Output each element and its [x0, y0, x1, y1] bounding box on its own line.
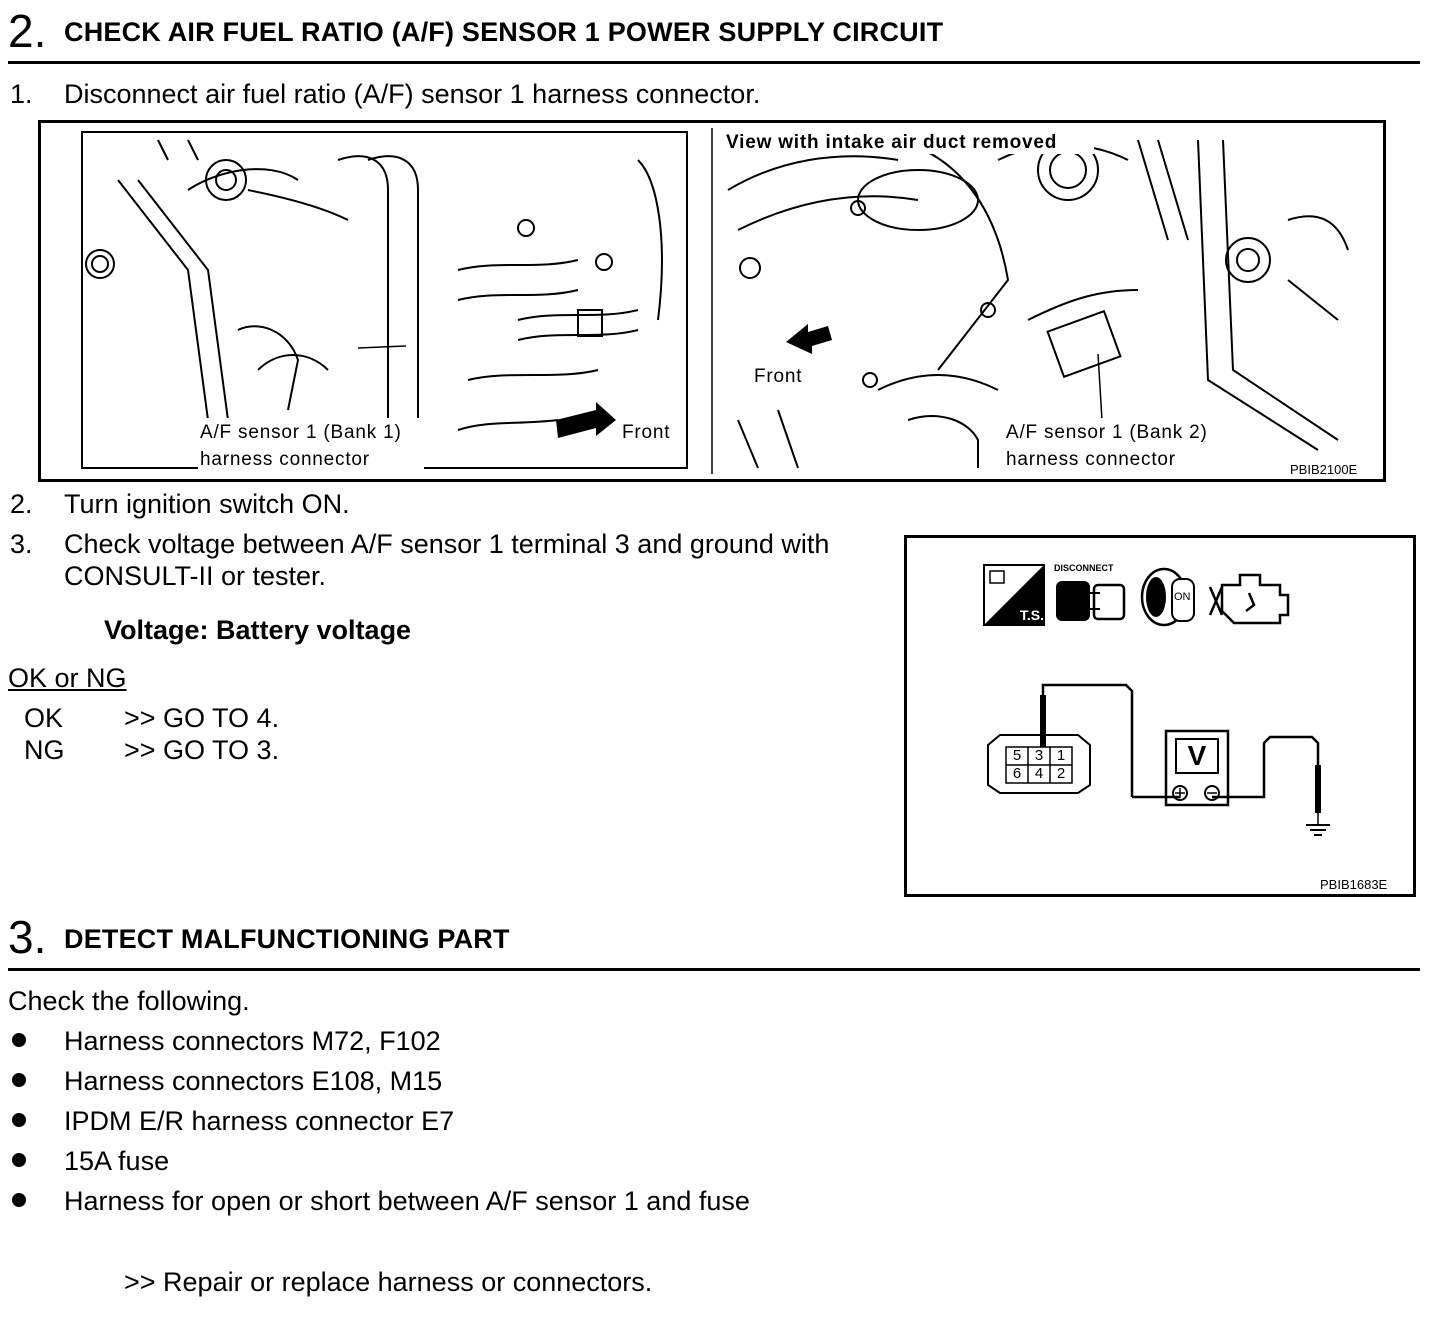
voltmeter [1164, 729, 1230, 807]
step-3-number: 3. [10, 529, 33, 559]
result-ng-key: NG [24, 735, 65, 765]
bullet-icon [12, 1033, 26, 1047]
bullet-text: Harness connectors E108, M15 [64, 1066, 443, 1096]
bullet-text: Harness connectors M72, F102 [64, 1026, 441, 1056]
pin-5: 5 [1012, 747, 1022, 764]
pin-3: 3 [1034, 747, 1044, 764]
step-1-text: Disconnect air fuel ratio (A/F) sensor 1… [64, 79, 761, 109]
bullet-text: 15A fuse [64, 1146, 170, 1176]
result-heading: OK or NG [8, 663, 127, 693]
step-3-text-line2: CONSULT-II or tester. [64, 561, 327, 591]
repair-result: >> Repair or replace harness or connecto… [124, 1267, 653, 1297]
engine-icon [1208, 573, 1290, 625]
result-ok-key: OK [24, 703, 64, 733]
pin-4: 4 [1034, 765, 1044, 782]
bullet-icon [12, 1193, 26, 1207]
section-3-rule [8, 968, 1420, 971]
pin-1: 1 [1056, 747, 1066, 764]
ignition-key-icon [1140, 567, 1195, 627]
bank2-label-line1: A/F sensor 1 (Bank 2) [1006, 422, 1208, 443]
on-label: ON [1174, 591, 1191, 603]
view-caption: View with intake air duct removed [726, 132, 1058, 153]
bank1-label-line2: harness connector [200, 449, 370, 470]
engine-figure-drawing [38, 120, 1386, 482]
step-1-number: 1. [10, 79, 33, 109]
left-front-label: Front [622, 422, 671, 443]
result-ng-action: >> GO TO 3. [124, 735, 280, 765]
figure2-code: PBIB1683E [1320, 877, 1388, 892]
voltage-figure-drawing [904, 535, 1416, 897]
result-ok-action: >> GO TO 4. [124, 703, 280, 733]
section-3-number: 3. [8, 911, 47, 963]
pin-6: 6 [1012, 765, 1022, 782]
meter-label: V [1187, 740, 1207, 771]
ts-icon [983, 564, 1045, 626]
bank2-label-line2: harness connector [1006, 449, 1176, 470]
step-2-number: 2. [10, 489, 33, 519]
harness-connector [987, 734, 1091, 794]
voltage-figure: T.S. DISCONNECT ON V 5 3 1 6 4 2 PBIB168… [904, 535, 1416, 897]
section-2-rule [8, 61, 1420, 64]
voltage-spec: Voltage: Battery voltage [104, 615, 412, 645]
bullet-text: Harness for open or short between A/F se… [64, 1186, 750, 1216]
right-front-label: Front [754, 366, 803, 387]
engine-figure: A/F sensor 1 (Bank 1) harness connector … [38, 120, 1386, 482]
disconnect-icon [1056, 581, 1126, 621]
bullet-icon [12, 1073, 26, 1087]
ts-label: T.S. [1019, 607, 1044, 623]
bank1-label-line1: A/F sensor 1 (Bank 1) [200, 422, 402, 443]
bullet-icon [12, 1153, 26, 1167]
step-3-text-line1: Check voltage between A/F sensor 1 termi… [64, 529, 830, 559]
check-intro: Check the following. [8, 986, 250, 1016]
step-2-text: Turn ignition switch ON. [64, 489, 350, 519]
bullet-icon [12, 1113, 26, 1127]
ground-icon [1306, 824, 1330, 836]
figure1-code: PBIB2100E [1290, 462, 1358, 477]
pin-2: 2 [1056, 765, 1066, 782]
section-2-title: CHECK AIR FUEL RATIO (A/F) SENSOR 1 POWE… [64, 17, 944, 47]
bullet-text: IPDM E/R harness connector E7 [64, 1106, 455, 1136]
disconnect-label: DISCONNECT [1054, 563, 1114, 573]
section-2-number: 2. [8, 5, 47, 57]
section-3-title: DETECT MALFUNCTIONING PART [64, 924, 510, 954]
